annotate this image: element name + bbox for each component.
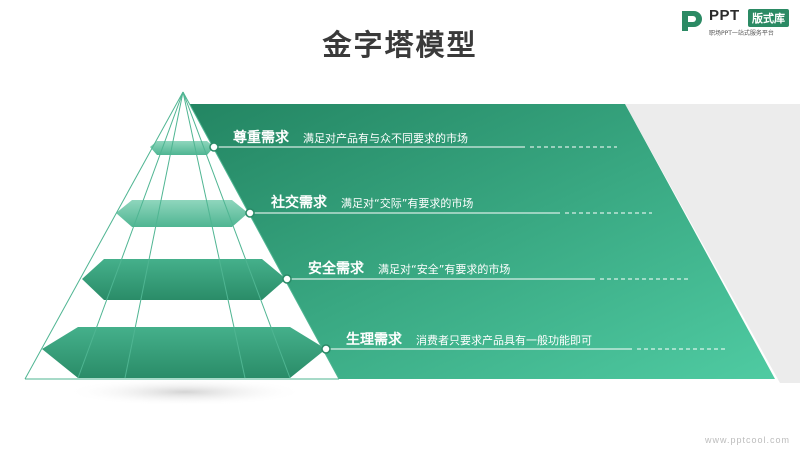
- level-3-dot: [282, 274, 292, 284]
- pyramid-level-3: [82, 259, 286, 300]
- level-2-description: 满足对“交际”有要求的市场: [341, 197, 474, 210]
- pyramid-shadow: [65, 378, 305, 406]
- level-row-3: 安全需求 满足对“安全”有要求的市场: [308, 258, 510, 278]
- logo-brand-text: PPT: [709, 7, 740, 24]
- level-4-dot: [321, 344, 331, 354]
- brand-logo: PPT 版式库 职场PPT一站式服务平台: [680, 7, 795, 38]
- logo-tagline: 职场PPT一站式服务平台: [709, 30, 774, 37]
- level-row-2: 社交需求 满足对“交际”有要求的市场: [271, 192, 473, 212]
- connector-dots: [209, 142, 331, 354]
- level-3-heading: 安全需求: [308, 261, 364, 277]
- pyramid-level-4: [42, 327, 326, 378]
- level-row-1: 尊重需求 满足对产品有与众不同要求的市场: [233, 127, 468, 147]
- pyramid-level-1: [150, 141, 214, 155]
- level-1-dot: [209, 142, 219, 152]
- level-2-heading: 社交需求: [271, 195, 327, 211]
- logo-badge: 版式库: [748, 9, 789, 27]
- watermark-text: www.pptcool.com: [704, 435, 790, 445]
- panel-backdrop: [625, 104, 800, 383]
- level-4-heading: 生理需求: [346, 332, 402, 348]
- level-row-4: 生理需求 消费者只要求产品具有一般功能即可: [346, 329, 592, 349]
- logo-p-icon: [682, 11, 702, 31]
- pyramid-level-2: [116, 200, 248, 227]
- level-1-heading: 尊重需求: [233, 130, 289, 146]
- slide-title: 金字塔模型: [322, 28, 478, 62]
- content-panel: [186, 104, 775, 379]
- connector-lines: [215, 146, 725, 350]
- level-4-description: 消费者只要求产品具有一般功能即可: [416, 334, 592, 347]
- level-2-dot: [245, 208, 255, 218]
- level-1-description: 满足对产品有与众不同要求的市场: [303, 132, 468, 145]
- level-3-description: 满足对“安全”有要求的市场: [378, 263, 511, 276]
- pyramid-wireframe: [24, 91, 340, 380]
